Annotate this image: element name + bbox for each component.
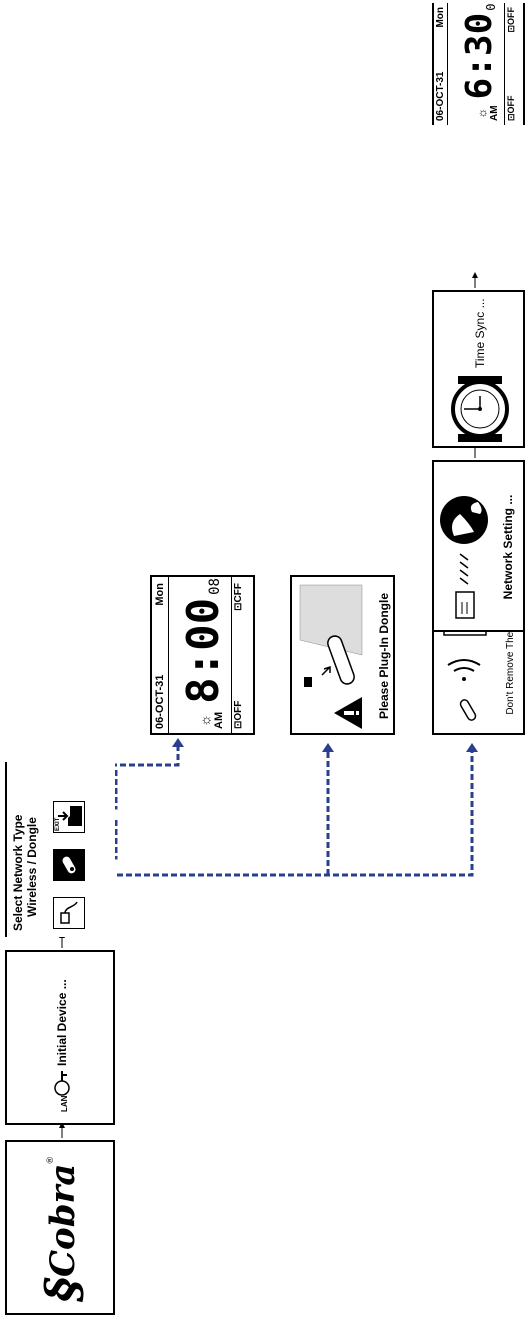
time-sync-label: Time Sync ... <box>472 298 487 368</box>
cobra-s-icon: § <box>35 1277 91 1303</box>
screen-initial-device: LAN Initial Device ... <box>5 950 115 1125</box>
usb-dongle-icon <box>62 856 76 874</box>
wired-cable-option[interactable] <box>53 897 85 929</box>
network-illustration <box>440 496 488 619</box>
sun-icon: ☼ <box>197 714 213 727</box>
flow-arrow-5 <box>472 272 478 288</box>
clock-seconds: 08 <box>207 578 223 595</box>
screen-plug-in-dongle: Please Plug-In Dongle <box>290 575 395 735</box>
logo-text: Cobra <box>43 1163 83 1277</box>
flow-arrow-1 <box>59 1122 65 1138</box>
cable-icon <box>60 901 78 924</box>
final-alarm2-icon: ⊡ <box>506 25 516 33</box>
exit-option[interactable]: EXIT <box>53 801 85 833</box>
usb-dongle-icon <box>459 699 477 721</box>
screen-time-sync: Time Sync ... <box>432 290 525 448</box>
final-alarm1-icon: ⊡ <box>506 113 516 121</box>
alarm1-icon: ⊡ <box>233 720 244 729</box>
watch-icon <box>451 376 509 442</box>
final-clock-date: 06-OCT-31 <box>435 71 446 121</box>
final-clock-ampm: AM <box>489 105 500 121</box>
registered-mark: ® <box>45 1156 55 1164</box>
initial-device-label: Initial Device ... <box>55 979 69 1066</box>
plug-in-label: Please Plug-In Dongle <box>377 592 391 720</box>
final-sun-icon: ☼ <box>475 107 489 119</box>
alarm1-status: OFF <box>233 700 244 721</box>
clock-time: 8:00 <box>178 597 229 704</box>
screen-clock-final: 06-OCT-31 Mon ☼ AM 6:30 08 ⊡OFF ⊡OFF <box>432 3 525 125</box>
final-alarm1-status: OFF <box>506 95 516 114</box>
router-icon <box>455 591 475 619</box>
clock-ampm: AM <box>213 711 225 729</box>
screen-network-setting: Network Setting ... <box>432 460 525 632</box>
screen-cobra-logo: § Cobra ® <box>5 1140 115 1315</box>
screen-select-network: Select Network Type Wireless / Dongle <box>5 762 115 937</box>
final-clock-time: 6:30 <box>459 12 500 100</box>
folder-exit-icon <box>58 806 82 826</box>
alarm2-status: CFF <box>233 583 244 603</box>
final-clock-seconds: 08 <box>484 3 498 11</box>
dongle-option[interactable] <box>53 849 85 881</box>
screen-clock-top: 06-OCT-31 Mon ☼ AM 8:00 08 ⊡OFF ⊡CFF <box>150 575 255 735</box>
final-alarm2-status: OFF <box>506 7 516 25</box>
alarm2-icon: ⊡ <box>233 602 244 611</box>
plug-in-illustration <box>299 584 363 729</box>
select-network-title: Select Network Type <box>11 814 25 931</box>
lan-badge: LAN <box>60 1095 69 1112</box>
select-network-subtitle: Wireless / Dongle <box>25 817 39 917</box>
final-clock-day: Mon <box>435 7 446 28</box>
clock-day: Mon <box>154 583 166 606</box>
lan-key-icon: LAN <box>47 1070 77 1112</box>
connector-dongle-to-dontremove <box>96 750 474 877</box>
network-setting-label: Network Setting ... <box>501 494 515 600</box>
network-options: EXIT <box>53 762 85 929</box>
clock-date: 06-OCT-31 <box>154 674 166 729</box>
